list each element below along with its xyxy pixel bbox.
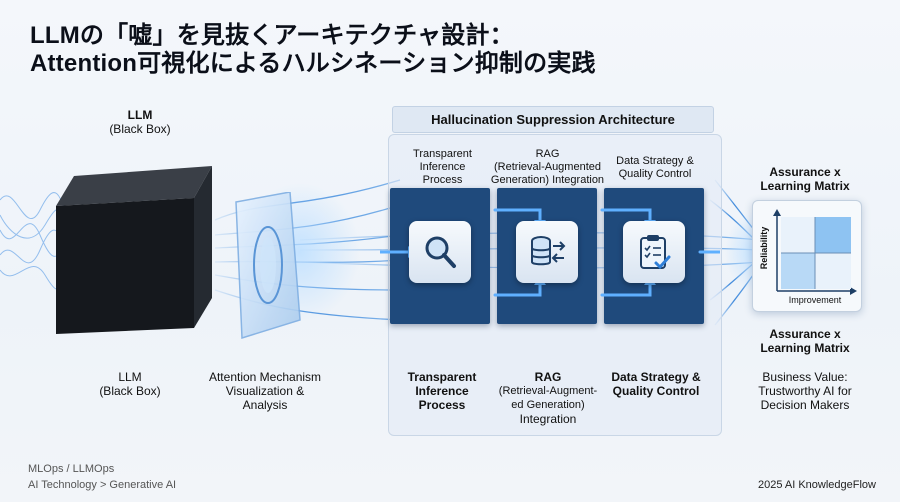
bottom-line: Inference [415,384,469,398]
page-title-line-2: Attention可視化によるハルシネーション抑制の実践 [30,50,596,77]
llm-top-name: LLM [127,108,153,122]
black-box-cube-icon [56,166,212,334]
matrix-top-label: Assurance x Learning Matrix [745,165,865,193]
bottom-transparent-label: Transparent Inference Process [392,370,492,412]
bottom-line: Integration [519,412,577,426]
matrix-below-line: Assurance x [769,327,841,341]
database-card [516,221,578,283]
matrix-top-line: Assurance x [769,165,841,179]
page-title-line-1: LLMの「嘘」を見抜くアーキテクチャ設計： [30,22,514,49]
bottom-line: (Retrieval-Augment- [498,385,598,397]
attention-lens-icon [235,192,301,340]
architecture-header: Hallucination Suppression Architecture [392,106,714,133]
footer-credit: 2025 AI KnowledgeFlow [757,479,876,491]
bottom-data-label: Data Strategy & Quality Control [600,370,712,398]
bottom-line: ed Generation) [511,399,585,411]
bottom-business-label: Business Value: Trustworthy AI for Decis… [742,370,868,412]
stage-label-transparent: Transparent Inference Process [395,148,490,187]
clipboard-card [623,221,685,283]
matrix-below-label: Assurance x Learning Matrix [745,327,865,355]
clipboard-check-icon [640,235,671,270]
llm-top-label: LLM (Black Box) [90,108,190,136]
bottom-line: Attention Mechanism [208,370,322,384]
magnifier-card [409,221,471,283]
matrix-below-line: Learning Matrix [760,341,850,355]
matrix-top-line: Learning Matrix [760,179,850,193]
bottom-line: RAG [534,370,562,384]
bottom-line: Visualization & [225,384,305,398]
assurance-matrix: Reliability Improvement [752,200,862,312]
stage-label-line: Generation) Integration [490,174,605,186]
stage-label-line: Inference [419,161,466,173]
stage-label-line: Data Strategy & [616,155,694,167]
bottom-line: Process [418,398,466,412]
footer-category: MLOps / LLMOps [28,463,115,475]
stage-label-rag: RAG (Retrieval-Augmented Generation) Int… [485,148,610,187]
stage-label-data: Data Strategy & Quality Control [605,155,705,181]
bottom-line: Quality Control [612,384,700,398]
stage-label-line: Process [422,174,463,186]
bottom-line: Business Value: [762,370,848,384]
stage-label-line: Quality Control [618,168,692,180]
database-sync-icon [531,236,566,266]
bottom-attention-label: Attention Mechanism Visualization & Anal… [195,370,335,412]
stage-label-line: Transparent [413,148,472,160]
bottom-line: (Black Box) [99,384,161,398]
bottom-line: Analysis [242,398,288,412]
bottom-line: Trustworthy AI for [758,384,852,398]
bottom-line: Data Strategy & [611,370,701,384]
bottom-line: Transparent [407,370,477,384]
stage-label-line: (Retrieval-Augmented [494,161,601,173]
bottom-rag-label: RAG (Retrieval-Augment- ed Generation) I… [492,370,604,426]
bottom-llm-label: LLM (Black Box) [70,370,190,398]
matrix-y-label: Reliability [759,226,769,270]
llm-top-sub: (Black Box) [109,122,171,136]
bottom-line: LLM [118,370,142,384]
bottom-line: Decision Makers [760,398,850,412]
magnifier-icon [425,236,456,268]
stage-label-line: RAG [535,148,560,160]
footer-breadcrumb: AI Technology > Generative AI [28,479,177,491]
matrix-grid [773,209,857,295]
matrix-x-label: Improvement [788,295,842,305]
